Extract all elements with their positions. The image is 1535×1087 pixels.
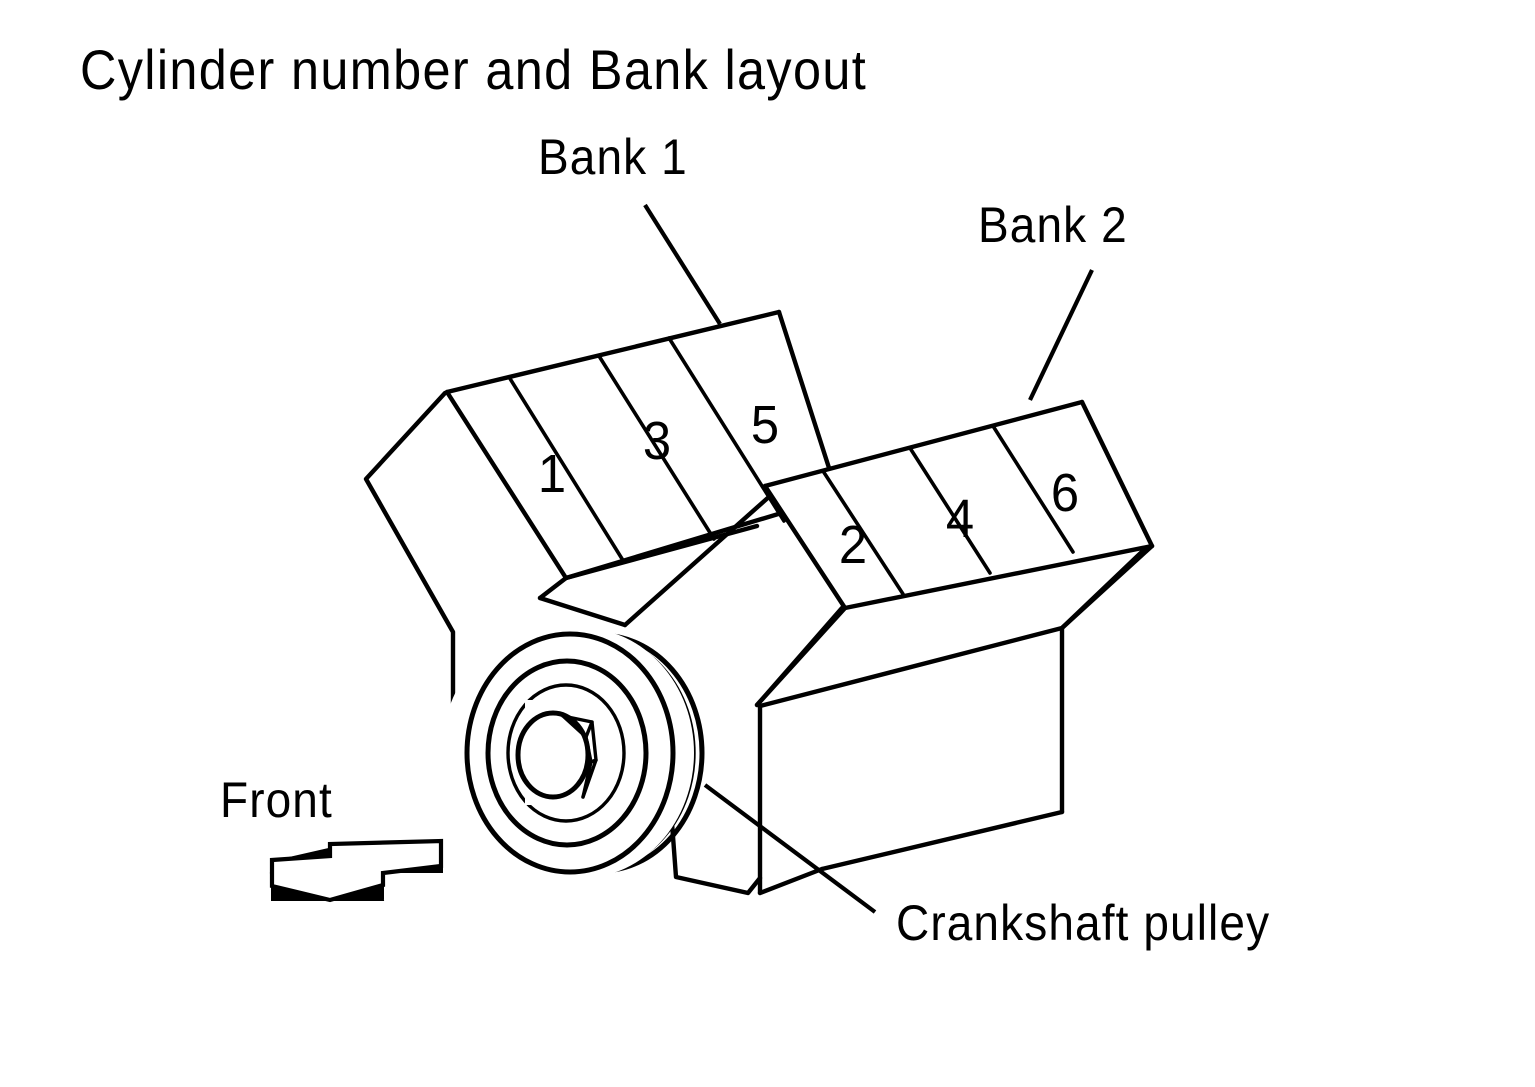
crankshaft-pulley: [441, 624, 705, 882]
bank-1-head: [444, 309, 841, 628]
bank-1-label: Bank 1: [538, 129, 688, 185]
crankshaft-pulley-leader-line: [703, 783, 877, 914]
cylinder-number-2: 2: [838, 515, 868, 575]
leader-lines: [643, 203, 1094, 914]
cylinder-number-1: 1: [537, 444, 567, 504]
cylinder-number-6: 6: [1050, 463, 1080, 523]
cylinder-number-4: 4: [945, 489, 975, 549]
crankshaft-pulley-label: Crankshaft pulley: [896, 895, 1271, 951]
bank1-leader-line: [643, 203, 722, 326]
cylinder-number-5: 5: [750, 395, 780, 455]
cylinder-number-3: 3: [642, 411, 672, 471]
bank-2-label: Bank 2: [978, 197, 1128, 253]
bank-2-head: [754, 399, 1155, 708]
page-title: Cylinder number and Bank layout: [80, 38, 868, 101]
front-label: Front: [220, 772, 333, 828]
direction-arrow-icon: [269, 838, 444, 903]
bank2-leader-line: [1028, 269, 1094, 401]
